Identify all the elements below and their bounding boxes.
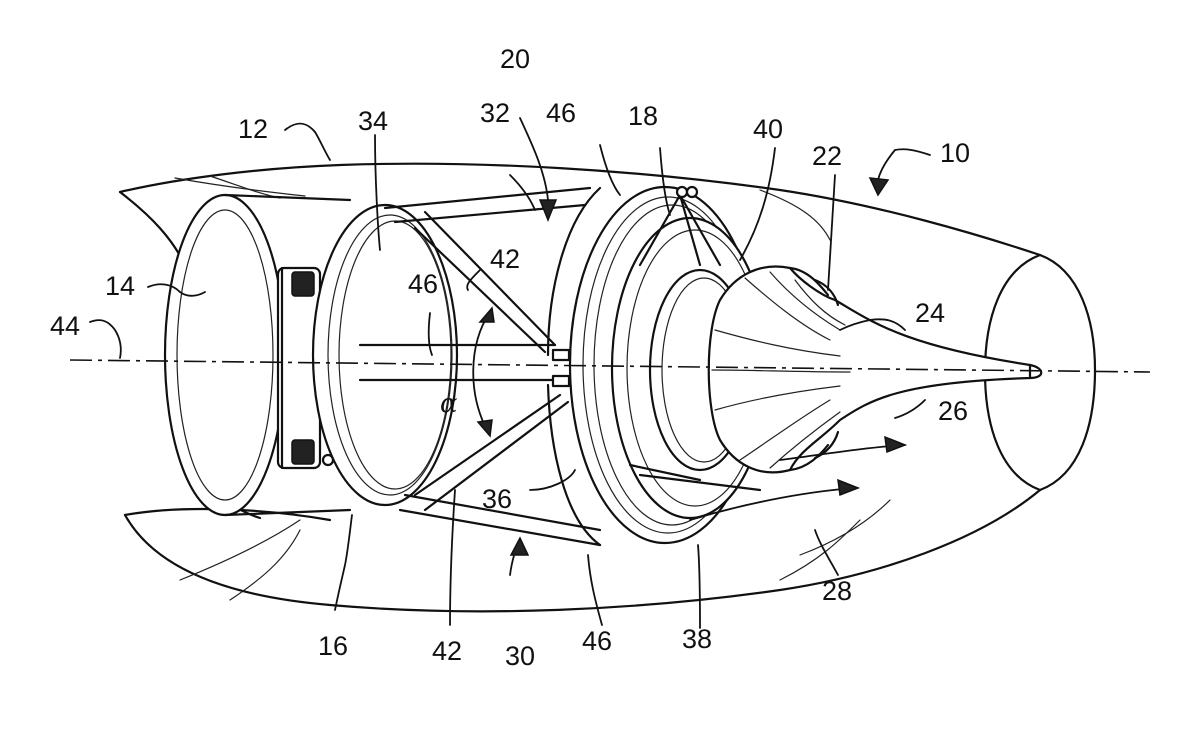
reference-labels: 10 12 14 16 18 20 22 24 26 28 30 32 34 3…: [50, 44, 970, 671]
label-46-top: 46: [546, 98, 576, 128]
label-28: 28: [822, 576, 852, 606]
label-36: 36: [482, 484, 512, 514]
label-46-middle: 46: [408, 269, 438, 299]
label-30: 30: [505, 641, 535, 671]
label-40: 40: [753, 114, 783, 144]
label-34: 34: [358, 106, 388, 136]
leader-lines: [89, 117, 931, 629]
label-14: 14: [105, 271, 135, 301]
label-18: 18: [628, 101, 658, 131]
label-12: 12: [238, 114, 268, 144]
label-26: 26: [938, 396, 968, 426]
label-24: 24: [915, 298, 945, 328]
fan-casing: [163, 193, 352, 517]
engine-axis: [69, 359, 1151, 373]
label-44: 44: [50, 311, 80, 341]
flange-ring: [276, 203, 459, 507]
label-16: 16: [318, 631, 348, 661]
label-42-bottom: 42: [432, 636, 462, 666]
structural-frame: [358, 186, 602, 547]
label-32: 32: [480, 98, 510, 128]
label-10: 10: [940, 138, 970, 168]
flow-arrows: [689, 435, 908, 521]
label-42-top: 42: [490, 244, 520, 274]
angle-alpha-label: α: [440, 389, 458, 419]
label-20: 20: [500, 44, 530, 74]
label-22: 22: [812, 141, 842, 171]
label-46-bottom: 46: [582, 626, 612, 656]
nacelle-outline: [118, 162, 1097, 613]
angle-arc: [472, 306, 495, 438]
label-38: 38: [682, 624, 712, 654]
